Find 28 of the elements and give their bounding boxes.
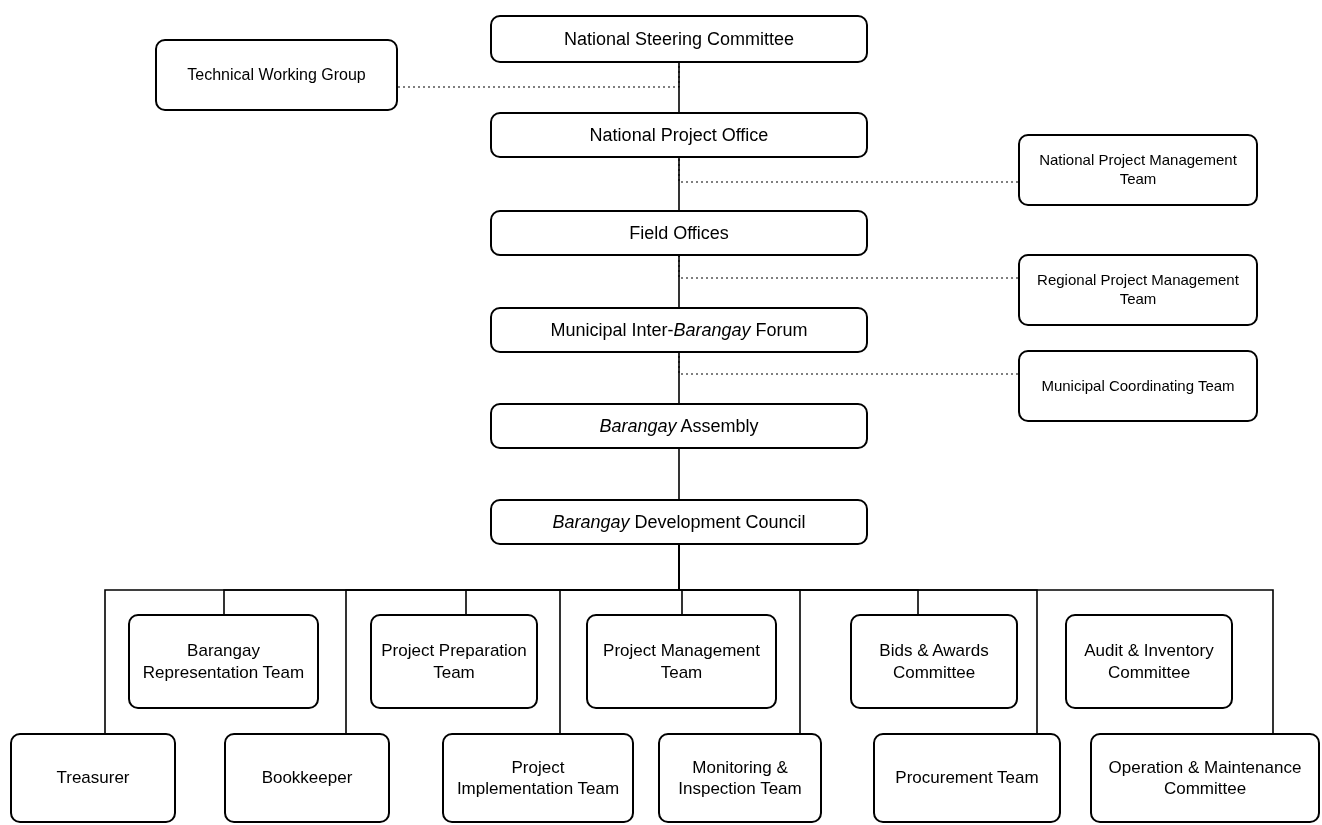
org-box: Technical Working Group [155,39,398,111]
connector-line [678,448,680,500]
org-box: Field Offices [490,210,868,256]
org-box: Operation & Maintenance Committee [1090,733,1320,823]
org-box: Project Management Team [586,614,777,709]
org-box: Barangay Representation Team [128,614,319,709]
org-box: Barangay Assembly [490,403,868,449]
connector-line [678,255,680,308]
org-box: Municipal Coordinating Team [1018,350,1258,422]
connector-line [678,352,680,404]
org-box: Regional Project Management Team [1018,254,1258,326]
org-box: Audit & Inventory Committee [1065,614,1233,709]
org-box: National Project Management Team [1018,134,1258,206]
org-box: Project Implementation Team [442,733,634,823]
org-box: Bids & Awards Committee [850,614,1018,709]
dotted-connector [678,157,1019,183]
org-box: National Steering Committee [490,15,868,63]
org-box: Monitoring & Inspection Team [658,733,822,823]
connector-line [678,62,680,113]
org-box: Municipal Inter-Barangay Forum [490,307,868,353]
org-box: Project Preparation Team [370,614,538,709]
dotted-connector [678,255,1019,279]
org-box: Barangay Development Council [490,499,868,545]
connector-line [678,157,680,211]
org-box: Bookkeeper [224,733,390,823]
org-box: National Project Office [490,112,868,158]
org-box: Procurement Team [873,733,1061,823]
org-box: Treasurer [10,733,176,823]
